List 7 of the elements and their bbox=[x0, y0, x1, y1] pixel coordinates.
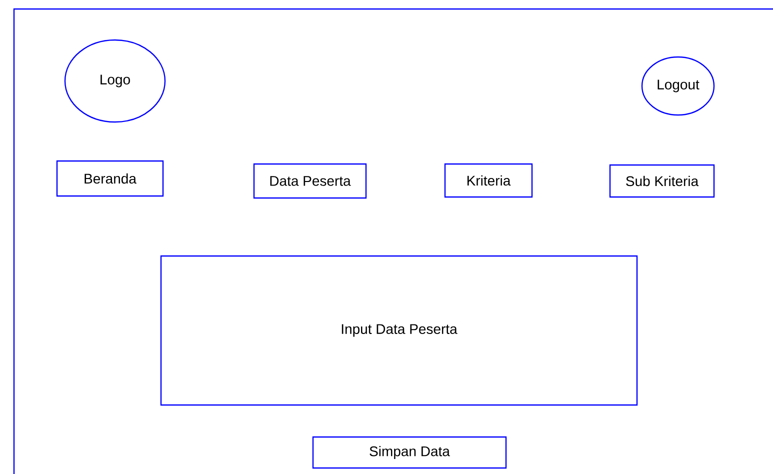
input-panel: Input Data Peserta bbox=[160, 255, 638, 406]
menu-button: Beranda bbox=[56, 160, 164, 197]
logout-button: Logout bbox=[641, 56, 715, 116]
menu-button: Sub Kriteria bbox=[609, 164, 715, 198]
save-button: Simpan Data bbox=[312, 436, 507, 469]
menu-button: Kriteria bbox=[444, 163, 533, 198]
menu-button: Data Peserta bbox=[253, 163, 367, 199]
